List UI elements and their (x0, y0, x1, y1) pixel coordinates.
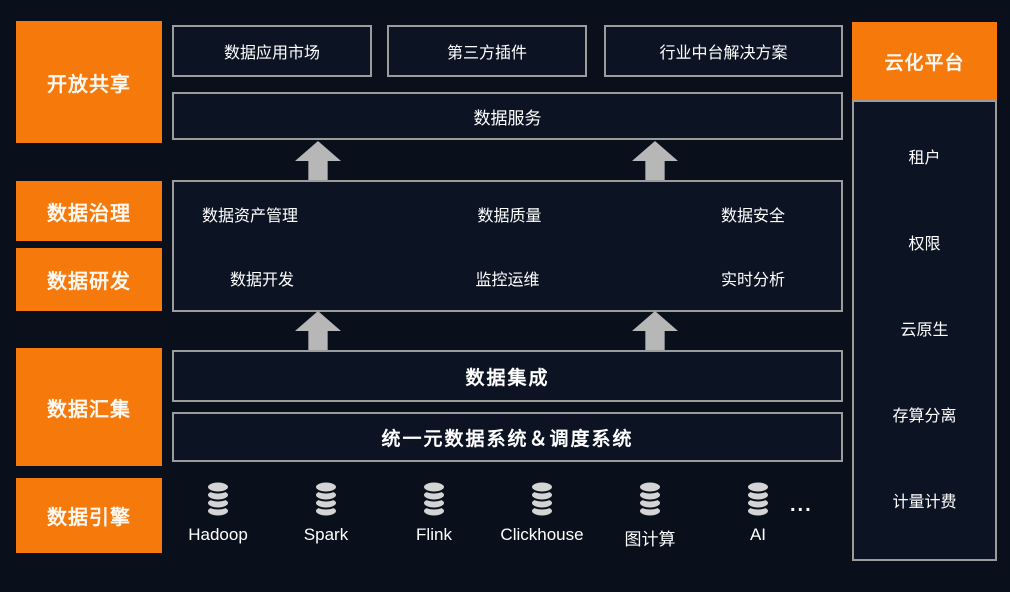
engine-label: Spark (303, 525, 349, 544)
cloud-platform-panel: 租户 权限 云原生 存算分离 计量计费 (852, 100, 997, 561)
engine-item-hadoop: Hadoop (168, 480, 268, 558)
database-icon (206, 480, 230, 518)
engines-row: Hadoop Spark Flink (168, 480, 808, 558)
engine-label: 图计算 (624, 530, 676, 549)
database-icon (422, 480, 446, 518)
engine-label: Hadoop (188, 525, 248, 544)
engine-item-graph-compute: 图计算 (600, 480, 700, 558)
up-arrow-icon (632, 141, 678, 181)
engine-item-spark: Spark (276, 480, 376, 558)
governance-capability-box: 数据资产管理 数据质量 数据安全 数据开发 监控运维 实时分析 (172, 180, 843, 312)
panel-item-tenant: 租户 (908, 149, 941, 167)
box-third-party-plugins: 第三方插件 (387, 25, 587, 77)
sidebar-label-open-sharing: 开放共享 (16, 21, 162, 143)
sidebar-label-data-rnd: 数据研发 (16, 248, 162, 311)
engine-label: AI (749, 525, 767, 544)
database-icon (746, 480, 770, 518)
box-industry-solutions: 行业中台解决方案 (604, 25, 843, 77)
label-data-quality: 数据质量 (477, 208, 542, 225)
engine-item-clickhouse: Clickhouse (492, 480, 592, 558)
integration-bar: 数据集成 (172, 350, 843, 402)
database-icon (530, 480, 554, 518)
panel-item-metering-billing: 计量计费 (892, 493, 957, 511)
panel-item-cloud-native: 云原生 (900, 321, 949, 339)
sidebar-label-data-collection: 数据汇集 (16, 348, 162, 466)
engine-item-ai: AI (708, 480, 808, 558)
engine-label: Clickhouse (500, 525, 584, 544)
label-realtime-analysis: 实时分析 (720, 272, 785, 289)
service-bar: 数据服务 (172, 92, 843, 140)
up-arrow-icon (632, 311, 678, 351)
metadata-scheduling-bar: 统一元数据系统＆调度系统 (172, 412, 843, 462)
panel-item-storage-compute-separation: 存算分离 (892, 407, 957, 425)
sidebar-label-data-engine: 数据引擎 (16, 478, 162, 553)
sidebar-label-data-governance: 数据治理 (16, 181, 162, 241)
database-icon (638, 480, 662, 518)
up-arrow-icon (295, 311, 341, 351)
label-data-security: 数据安全 (720, 208, 785, 225)
label-monitoring-ops: 监控运维 (475, 272, 540, 289)
up-arrow-icon (295, 141, 341, 181)
panel-item-permissions: 权限 (908, 235, 941, 253)
more-engines-ellipsis: ... (790, 494, 813, 516)
label-data-development: 数据开发 (230, 272, 295, 289)
database-icon (314, 480, 338, 518)
label-data-asset-management: 数据资产管理 (202, 208, 299, 225)
engine-item-flink: Flink (384, 480, 484, 558)
cloud-platform-header: 云化平台 (852, 22, 997, 100)
box-data-app-market: 数据应用市场 (172, 25, 372, 77)
engine-label: Flink (416, 525, 452, 544)
